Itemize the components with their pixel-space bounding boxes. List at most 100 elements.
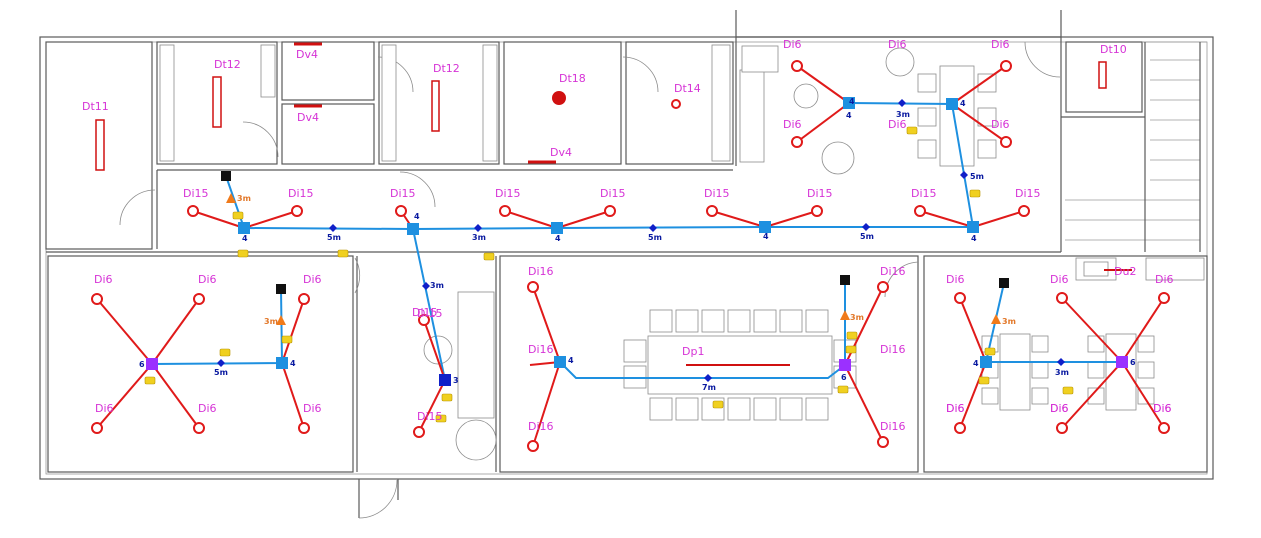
sensor-label: Di6 bbox=[1153, 402, 1172, 415]
ring-sensor-icon[interactable] bbox=[914, 205, 926, 217]
ring-sensor-icon[interactable] bbox=[291, 205, 303, 217]
ring-sensor-icon[interactable] bbox=[395, 205, 407, 217]
terminal-square-icon[interactable] bbox=[439, 374, 451, 386]
ring-sensor-icon[interactable] bbox=[1056, 422, 1068, 434]
ring-sensor-icon[interactable] bbox=[877, 281, 889, 293]
junction-diamond-icon[interactable] bbox=[329, 224, 337, 232]
hub-square-icon[interactable] bbox=[551, 222, 563, 234]
ring-sensor-icon[interactable] bbox=[791, 136, 803, 148]
hub-square-icon[interactable] bbox=[554, 356, 566, 368]
sensor-link bbox=[556, 210, 611, 229]
hub-square-icon[interactable] bbox=[980, 356, 992, 368]
ring-sensor-icon[interactable] bbox=[954, 422, 966, 434]
sensor-label: Di6 bbox=[198, 273, 217, 286]
hub-square-icon[interactable] bbox=[843, 97, 855, 109]
ring-sensor-icon[interactable] bbox=[1158, 292, 1170, 304]
cable-run bbox=[151, 288, 284, 365]
note-bubble-icon bbox=[846, 331, 858, 340]
port-count-label: 4 bbox=[846, 111, 852, 120]
junction-diamond-icon[interactable] bbox=[960, 171, 968, 179]
port-count-label: 4 bbox=[971, 234, 977, 243]
hub-square-icon[interactable] bbox=[238, 222, 250, 234]
ring-sensor-icon[interactable] bbox=[298, 293, 310, 305]
ring-sensor-icon[interactable] bbox=[706, 205, 718, 217]
ring-sensor-icon[interactable] bbox=[298, 422, 310, 434]
junction-diamond-icon[interactable] bbox=[1057, 358, 1065, 366]
ring-sensor-icon[interactable] bbox=[418, 314, 430, 326]
ring-sensor-icon[interactable] bbox=[193, 293, 205, 305]
junction-diamond-icon[interactable] bbox=[862, 223, 870, 231]
ring-sensor-icon[interactable] bbox=[604, 205, 616, 217]
hub-square-icon[interactable] bbox=[967, 221, 979, 233]
junction-diamond-icon[interactable] bbox=[704, 374, 712, 382]
room-label: Dp1 bbox=[682, 345, 704, 358]
sensor-label: Di16 bbox=[528, 265, 554, 278]
sensor-link bbox=[281, 298, 305, 364]
controller-square-icon[interactable] bbox=[1116, 356, 1128, 368]
ring-sensor-icon[interactable] bbox=[1018, 205, 1030, 217]
ring-sensor-icon[interactable] bbox=[1000, 136, 1012, 148]
hub-square-icon[interactable] bbox=[276, 357, 288, 369]
hub-square-icon[interactable] bbox=[946, 98, 958, 110]
ring-sensor-icon[interactable] bbox=[1158, 422, 1170, 434]
ring-sensor-icon[interactable] bbox=[954, 292, 966, 304]
ring-sensor-icon[interactable] bbox=[811, 205, 823, 217]
sensor-link bbox=[151, 298, 200, 365]
note-bubble-icon bbox=[281, 335, 293, 344]
sensor-link bbox=[504, 210, 558, 229]
note-bubble-icon bbox=[906, 126, 918, 135]
sensor-label: Di15 bbox=[288, 187, 314, 200]
sensor-label: Di15 bbox=[911, 187, 937, 200]
controller-square-icon[interactable] bbox=[839, 359, 851, 371]
ring-sensor-icon[interactable] bbox=[527, 440, 539, 452]
walls bbox=[39, 10, 1214, 518]
ring-sensor-icon[interactable] bbox=[91, 293, 103, 305]
junction-diamond-icon[interactable] bbox=[898, 99, 906, 107]
hub-square-icon[interactable] bbox=[759, 221, 771, 233]
junction-diamond-icon[interactable] bbox=[422, 282, 430, 290]
device-dt12-a bbox=[212, 76, 222, 128]
room-label: Dt12 bbox=[433, 62, 460, 75]
sensor-link bbox=[796, 65, 850, 104]
gateway-square-icon[interactable] bbox=[276, 284, 286, 294]
sensor-label: Di6 bbox=[1153, 402, 1172, 415]
ring-sensor-icon[interactable] bbox=[527, 281, 539, 293]
ring-sensor-icon[interactable] bbox=[499, 205, 511, 217]
ring-sensor-icon[interactable] bbox=[1000, 60, 1012, 72]
room-label: Dv4 bbox=[550, 146, 572, 159]
sensor-link bbox=[243, 210, 298, 229]
ring-sensor-icon[interactable] bbox=[193, 422, 205, 434]
junction-diamond-icon[interactable] bbox=[217, 359, 225, 367]
port-count-label: 6 bbox=[139, 360, 145, 369]
sensor-link bbox=[1121, 361, 1165, 429]
sensor-link bbox=[1121, 297, 1165, 363]
sensor-label: Di6 bbox=[888, 38, 907, 51]
distance-label: 3m bbox=[896, 110, 910, 119]
sensor-link bbox=[844, 364, 884, 443]
ring-sensor-icon[interactable] bbox=[91, 422, 103, 434]
sensor-link bbox=[532, 286, 561, 363]
sensor-link bbox=[96, 363, 153, 429]
controller-square-icon[interactable] bbox=[146, 358, 158, 370]
port-count-label: 4 bbox=[242, 234, 248, 243]
sensor-link bbox=[711, 210, 766, 228]
distance-label: 3m bbox=[430, 281, 444, 290]
note-bubble-icon bbox=[232, 211, 244, 220]
ring-sensor-icon[interactable] bbox=[1056, 292, 1068, 304]
gateway-square-icon[interactable] bbox=[840, 275, 850, 285]
ring-sensor-icon[interactable] bbox=[791, 60, 803, 72]
hub-square-icon[interactable] bbox=[407, 223, 419, 235]
junction-diamond-icon[interactable] bbox=[474, 224, 482, 232]
sensor-label: Di15 bbox=[417, 307, 443, 320]
ring-sensor-icon[interactable] bbox=[413, 426, 425, 438]
room-label: Dt14 bbox=[674, 82, 701, 95]
room-label: Dt11 bbox=[82, 100, 109, 113]
note-bubble-icon bbox=[845, 345, 857, 354]
sensor-link bbox=[951, 103, 1007, 143]
gateway-square-icon[interactable] bbox=[221, 171, 231, 181]
junction-diamond-icon[interactable] bbox=[649, 224, 657, 232]
gateway-square-icon[interactable] bbox=[999, 278, 1009, 288]
ring-sensor-icon[interactable] bbox=[877, 436, 889, 448]
ring-sensor-icon[interactable] bbox=[187, 205, 199, 217]
